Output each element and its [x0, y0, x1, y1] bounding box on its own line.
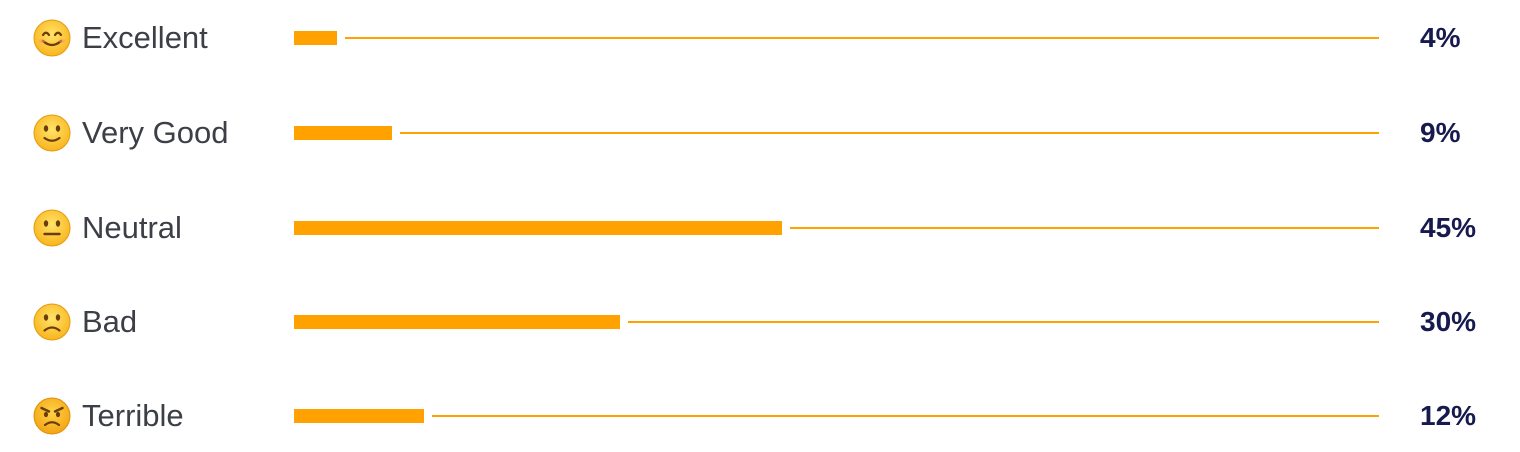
value-label: 30% [1420, 306, 1477, 337]
neutral-face-icon [33, 209, 71, 247]
value-label: 45% [1420, 212, 1477, 243]
frowning-face-icon [33, 303, 71, 341]
bar-rail [790, 227, 1379, 229]
category-label: Neutral [82, 210, 182, 245]
bar-neutral [294, 221, 782, 235]
rating-row-neutral: Neutral 45% [0, 198, 1520, 258]
rating-row-terrible: Terrible 12% [0, 386, 1520, 446]
category-label: Very Good [82, 115, 229, 150]
bar-very-good [294, 126, 392, 140]
slightly-smiling-face-icon [33, 114, 71, 152]
category-label: Terrible [82, 398, 184, 433]
smiling-face-icon [33, 19, 71, 57]
category-label: Excellent [82, 20, 208, 55]
value-label: 12% [1420, 400, 1477, 431]
bar-rail [400, 132, 1379, 134]
angry-face-icon [33, 397, 71, 435]
bar-excellent [294, 31, 337, 45]
rating-row-very-good: Very Good 9% [0, 103, 1520, 163]
bar-bad [294, 315, 620, 329]
bar-rail [345, 37, 1379, 39]
value-label: 4% [1420, 22, 1461, 53]
bar-rail [432, 415, 1379, 417]
value-label: 9% [1420, 117, 1461, 148]
category-label: Bad [82, 304, 138, 339]
rating-row-excellent: Excellent 4% [0, 8, 1520, 68]
rating-row-bad: Bad 30% [0, 292, 1520, 352]
bar-terrible [294, 409, 424, 423]
bar-rail [628, 321, 1379, 323]
